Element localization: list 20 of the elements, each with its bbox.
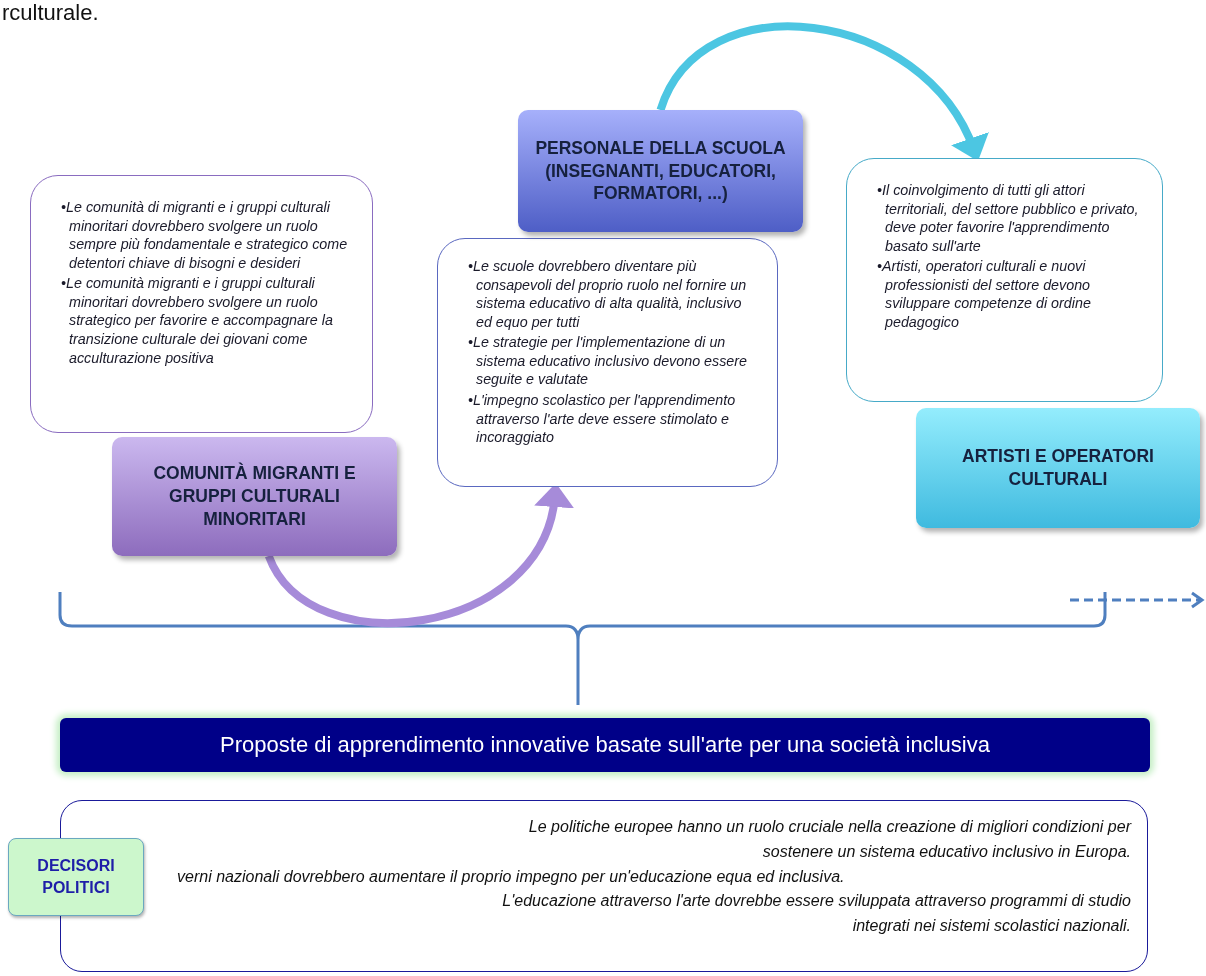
policy-text: verni nazionali dovrebbero aumentare il proprio impegno per un'educazione equa ed inclusiva. — [177, 866, 846, 887]
title-box: COMUNITÀ MIGRANTI E GRUPPI CULTURALI MINORITARI — [112, 437, 397, 556]
bullet-text: •Il coinvolgimento di tutti gli attori territoriali, del settore pubblico e privato, deve poter favorire l'apprendimento basato sull'arte — [877, 181, 1140, 256]
heading-fragment: rculturale. — [2, 0, 99, 26]
policy-text: Le politiche europee hanno un ruolo cruciale nella creazione di migliori condizioni per sostenere un sistema educativo inclusivo in Europa. — [527, 817, 1131, 862]
text-card — [437, 238, 778, 487]
title-box: DECISORI POLITICI — [8, 838, 144, 916]
policy-text: L'educazione attraverso l'arte dovrebbe essere sviluppata attraverso programmi di studio integrati nei sistemi scolastici nazionali. — [501, 891, 1131, 937]
banner: Proposte di apprendimento innovative basate sull'arte per una società inclusiva — [60, 718, 1150, 772]
text-card — [846, 158, 1163, 402]
bullet-text: •Le strategie per l'implementazione di un sistema educativo inclusivo devono essere seguite e valutate — [468, 333, 748, 390]
bullet-text: •Artisti, operatori culturali e nuovi professionisti del settore devono sviluppare competenze di ordine pedagogico — [877, 257, 1092, 332]
bullet-text: •L'impegno scolastico per l'apprendimento attraverso l'arte deve essere stimolato e incoraggiato — [468, 391, 737, 447]
title-box: PERSONALE DELLA SCUOLA (INSEGNANTI, EDUCATORI, FORMATORI, ...) — [518, 110, 803, 232]
title-box: ARTISTI E OPERATORI CULTURALI — [916, 408, 1200, 528]
bullet-text: •Le comunità migranti e i gruppi culturali minoritari dovrebbero svolgere un ruolo strategico per favorire e accompagnare la transizione culturale dei giovani come acculturazione positiva — [61, 274, 334, 368]
text-card — [30, 175, 373, 433]
bullet-text: •Le scuole dovrebbero diventare più consapevoli del proprio ruolo nel fornire un sistema educativo di alta qualità, inclusivo ed equo per tutti — [468, 257, 748, 332]
bullet-text: •Le comunità di migranti e i gruppi culturali minoritari dovrebbero svolgere un ruolo sempre più fondamentale e strategico come detentori chiave di bisogni e desideri — [61, 198, 349, 273]
curved-arrow — [656, 22, 987, 161]
